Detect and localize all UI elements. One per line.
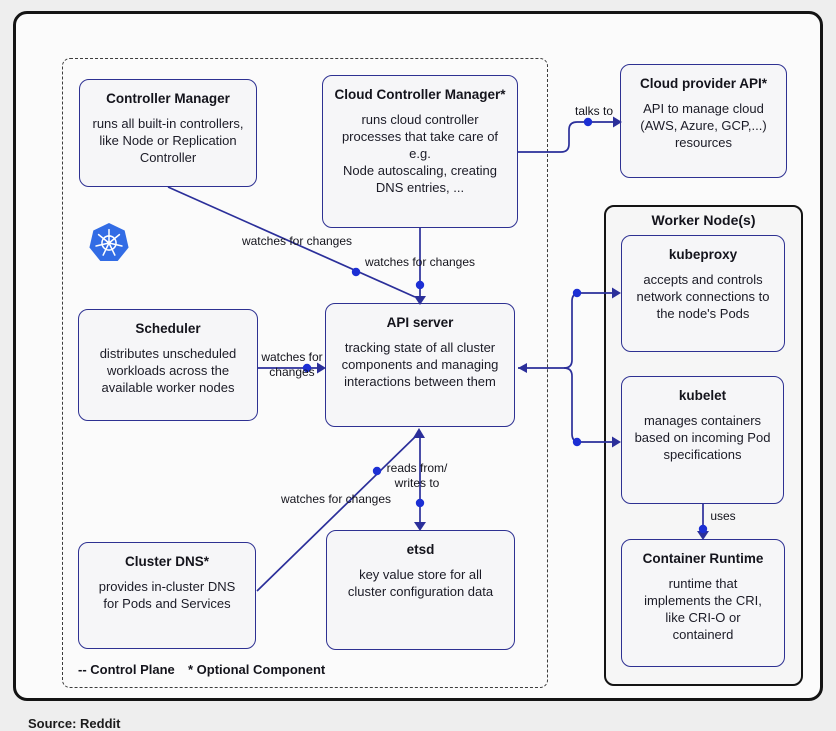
kubeproxy-box: kubeproxy accepts and controls network c… xyxy=(621,235,785,352)
label-dns-watches: watches for changes xyxy=(280,492,392,506)
box-title: API server xyxy=(386,315,454,330)
box-body: key value store for all cluster configur… xyxy=(347,567,494,599)
box-title: Container Runtime xyxy=(642,551,764,566)
kubernetes-logo-icon xyxy=(89,222,129,262)
box-body: tracking state of all cluster components… xyxy=(341,340,499,389)
legend-optional-component: * Optional Component xyxy=(188,662,326,677)
label-ccm-watches: watches for changes xyxy=(364,255,476,269)
cloud-provider-api-box: Cloud provider API* API to manage cloud … xyxy=(620,64,787,178)
box-body: API to manage cloud (AWS, Azure, GCP,...… xyxy=(640,101,767,150)
label-cm-watches: watches for changes xyxy=(241,234,353,248)
label-uses: uses xyxy=(710,509,736,523)
source-note: Source: Reddit xyxy=(28,716,121,731)
box-title: kubelet xyxy=(678,388,727,403)
etsd-box: etsd key value store for all cluster con… xyxy=(326,530,515,650)
box-title: Scheduler xyxy=(135,321,201,336)
container-runtime-box: Container Runtime runtime that implement… xyxy=(621,539,785,667)
box-body: runtime that implements the CRI, like CR… xyxy=(644,576,762,642)
legend-control-plane: -- Control Plane xyxy=(78,662,175,677)
worker-node-title: Worker Node(s) xyxy=(651,212,756,228)
box-body: accepts and controls network connections… xyxy=(636,272,770,321)
box-body: runs cloud controller processes that tak… xyxy=(341,112,499,195)
label-scheduler-watches: watches for changes xyxy=(261,350,323,379)
cluster-dns-box: Cluster DNS* provides in-cluster DNS for… xyxy=(78,542,256,649)
control-plane-boundary xyxy=(62,58,548,688)
box-body: runs all built-in controllers, like Node… xyxy=(92,116,244,165)
label-talks-to: talks to xyxy=(574,104,614,118)
box-body: provides in-cluster DNS for Pods and Ser… xyxy=(98,579,236,611)
controller-manager-box: Controller Manager runs all built-in con… xyxy=(79,79,257,187)
box-body: distributes unscheduled workloads across… xyxy=(99,346,237,395)
scheduler-box: Scheduler distributes unscheduled worklo… xyxy=(78,309,258,421)
box-title: Cloud Controller Manager* xyxy=(334,87,506,102)
label-reads-writes: reads from/ writes to xyxy=(386,461,448,490)
box-body: manages containers based on incoming Pod… xyxy=(634,413,771,462)
box-title: Controller Manager xyxy=(106,91,230,106)
box-title: kubeproxy xyxy=(668,247,738,262)
cloud-controller-manager-box: Cloud Controller Manager* runs cloud con… xyxy=(322,75,518,228)
api-server-box: API server tracking state of all cluster… xyxy=(325,303,515,427)
box-title: etsd xyxy=(406,542,435,557)
box-title: Cloud provider API* xyxy=(639,76,767,91)
box-title: Cluster DNS* xyxy=(124,554,210,569)
kubelet-box: kubelet manages containers based on inco… xyxy=(621,376,784,504)
